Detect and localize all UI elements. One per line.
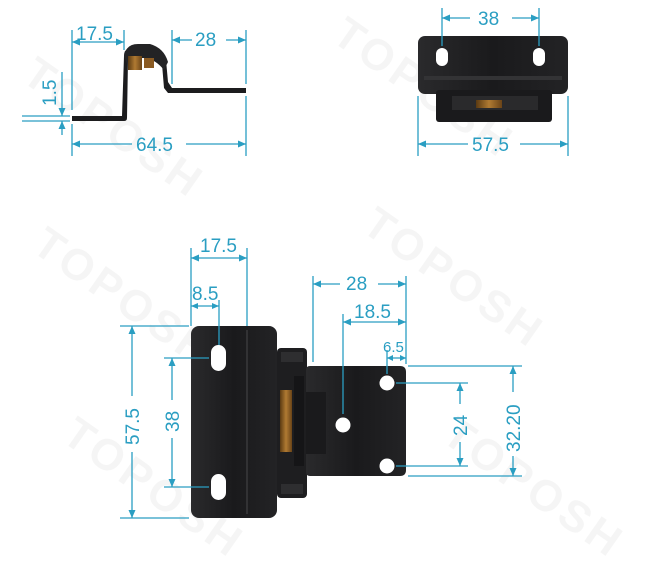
side-brass-pin2 <box>144 58 154 68</box>
side-knuckle <box>124 44 168 70</box>
brass-spring <box>280 390 292 452</box>
frame-plate <box>191 326 277 518</box>
knuckle-cap <box>281 484 303 494</box>
dim-label-overall-height: 57.5 <box>123 408 144 445</box>
dim-label-overall: 57.5 <box>472 135 509 156</box>
dim-label-wing-width: 28 <box>346 274 367 295</box>
dim-label-overall: 64.5 <box>136 135 173 156</box>
wing-hole-top <box>379 375 395 391</box>
top-brass-pin <box>476 100 502 108</box>
knuckle-inner <box>294 376 304 466</box>
dim-arrow <box>456 383 464 391</box>
dim-arrow <box>239 254 247 262</box>
dim-label-hole-spacing: 38 <box>478 9 499 30</box>
dim-label-hole-spacing: 38 <box>163 411 184 432</box>
top-slot-left <box>436 48 448 66</box>
knuckle-cap <box>281 352 303 362</box>
dim-label-thickness: 1.5 <box>40 80 61 106</box>
dim-arrow <box>191 254 199 262</box>
frame-slot-bottom <box>211 474 226 500</box>
dim-arrow <box>442 14 450 22</box>
top-slot-right <box>533 48 545 66</box>
dim-arrow <box>116 38 124 46</box>
wing-hole-center <box>335 417 351 433</box>
dim-arrow <box>58 121 66 129</box>
watermark-text: TOPOSH <box>354 198 553 358</box>
dim-arrow <box>238 140 246 148</box>
dim-arrow <box>172 36 180 44</box>
dim-arrow <box>398 318 406 326</box>
dim-arrow <box>560 140 568 148</box>
wing-hole-bottom <box>379 458 395 474</box>
side-view: 17.5 28 1.5 64.5 <box>22 24 247 156</box>
main-view: 17.5 8.5 28 18.5 6.5 57.5 <box>120 236 525 519</box>
dim-arrow <box>418 140 426 148</box>
dim-arrow <box>128 510 136 518</box>
top-view: 38 57.5 <box>417 8 569 156</box>
dim-arrow <box>238 36 246 44</box>
dim-label-frame-width: 17.5 <box>200 236 237 257</box>
dim-label-wing-small-offset: 6.5 <box>383 339 404 356</box>
wing-plate <box>306 366 406 476</box>
side-brass-pin <box>128 56 142 70</box>
dim-label-wing-height: 32.20 <box>504 404 525 452</box>
frame-slot-top <box>211 345 226 371</box>
dim-arrow <box>58 108 66 116</box>
watermark-text: TOPOSH <box>14 48 213 208</box>
wing-step <box>306 392 326 454</box>
dim-label-top-right: 28 <box>195 30 216 51</box>
dim-arrow <box>168 358 176 366</box>
dim-arrow <box>72 38 80 46</box>
dim-arrow <box>72 140 80 148</box>
dim-arrow <box>509 366 517 374</box>
dim-arrow <box>456 458 464 466</box>
dim-arrow <box>212 303 219 309</box>
dim-arrow <box>387 355 393 361</box>
dim-arrow <box>168 479 176 487</box>
dim-arrow <box>191 303 198 309</box>
dim-arrow <box>400 355 406 361</box>
dim-arrow <box>128 326 136 334</box>
dim-arrow <box>313 280 321 288</box>
dim-arrow <box>509 468 517 476</box>
dim-label-wing-hole-offset: 18.5 <box>354 302 391 323</box>
dim-label-wing-hole-spacing: 24 <box>451 414 472 436</box>
dim-arrow <box>398 280 406 288</box>
dim-label-hole-offset: 8.5 <box>192 284 218 305</box>
dim-arrow <box>531 14 539 22</box>
dim-arrow <box>343 318 351 326</box>
dim-label-top-left: 17.5 <box>76 24 113 45</box>
top-plate-edge <box>424 76 562 80</box>
